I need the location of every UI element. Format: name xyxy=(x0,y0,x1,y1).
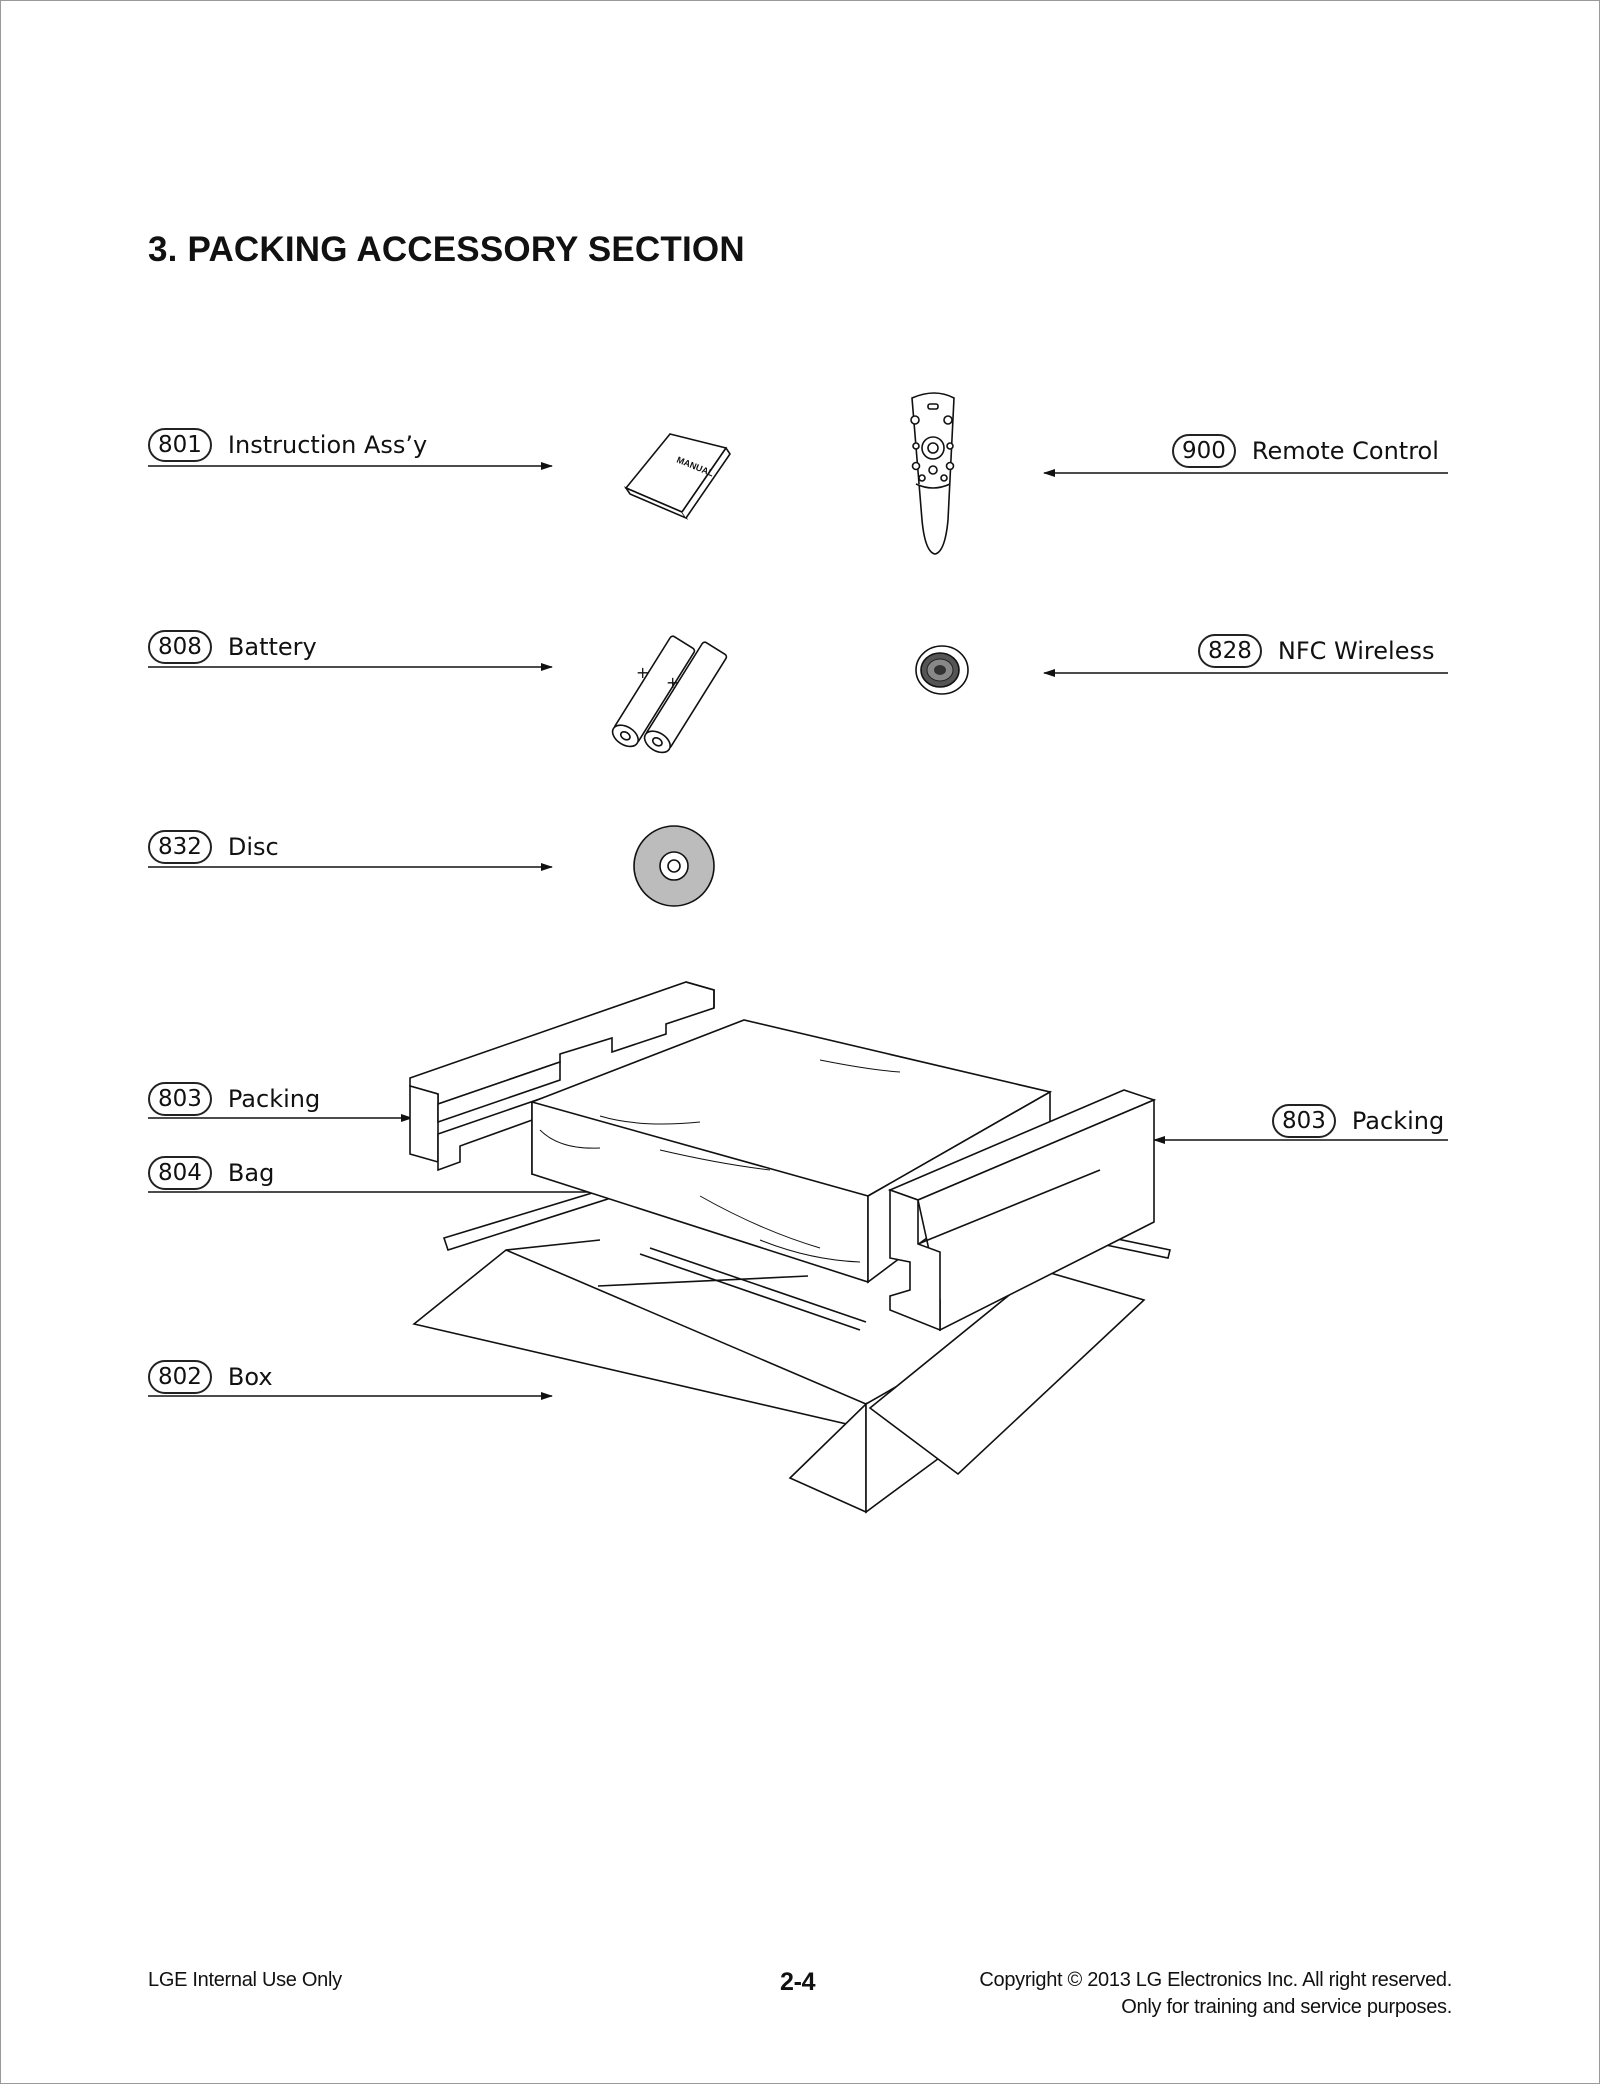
battery-icon: + + xyxy=(611,635,728,754)
battery-plus-sign: + xyxy=(666,673,679,692)
part-label: Packing xyxy=(1351,1107,1445,1135)
nfc-wireless-icon xyxy=(915,645,969,695)
callout-828-nfc: 828 NFC Wireless xyxy=(1198,634,1434,668)
part-code-badge: 828 xyxy=(1198,634,1262,668)
callout-802-box: 802 Box xyxy=(148,1360,273,1394)
callout-808-battery: 808 Battery xyxy=(148,630,317,664)
battery-plus-sign: + xyxy=(636,663,649,682)
callout-801-instruction: 801 Instruction Ass’y xyxy=(148,428,427,462)
part-label: Battery xyxy=(227,633,317,661)
footer-left: LGE Internal Use Only xyxy=(148,1969,342,1991)
part-code-badge: 802 xyxy=(148,1360,212,1394)
right-foam-packing-illustration xyxy=(887,1089,1157,1332)
leader-lines xyxy=(148,462,1448,1400)
part-label: Instruction Ass’y xyxy=(227,431,428,459)
part-label: Remote Control xyxy=(1251,437,1439,465)
part-code-badge: 804 xyxy=(148,1156,212,1190)
copyright-line: Copyright © 2013 LG Electronics Inc. All… xyxy=(979,1969,1452,1991)
page-title: 3. PACKING ACCESSORY SECTION xyxy=(148,230,745,269)
footer-copyright: Copyright © 2013 LG Electronics Inc. All… xyxy=(979,1969,1452,2019)
manual-booklet-icon: MANUAL xyxy=(623,433,731,520)
left-foam-packing-illustration xyxy=(409,981,715,1172)
disc-icon xyxy=(633,825,715,907)
usage-note-line: Only for training and service purposes. xyxy=(1121,1996,1452,2018)
part-label: Disc xyxy=(227,833,279,861)
part-code-badge: 832 xyxy=(148,830,212,864)
remote-control-icon xyxy=(910,392,955,555)
part-code-badge: 900 xyxy=(1172,434,1236,468)
part-label: Bag xyxy=(227,1159,275,1187)
page-number: 2-4 xyxy=(780,1968,816,1996)
callout-803-packing-right: 803 Packing xyxy=(1272,1104,1444,1138)
part-label: Box xyxy=(227,1363,273,1391)
callout-804-bag: 804 Bag xyxy=(148,1156,274,1190)
part-label: Packing xyxy=(227,1085,321,1113)
part-code-badge: 803 xyxy=(1272,1104,1336,1138)
part-code-badge: 808 xyxy=(148,630,212,664)
part-code-badge: 803 xyxy=(148,1082,212,1116)
part-label: NFC Wireless xyxy=(1277,637,1435,665)
callout-832-disc: 832 Disc xyxy=(148,830,279,864)
callout-900-remote: 900 Remote Control xyxy=(1172,434,1439,468)
part-code-badge: 801 xyxy=(148,428,212,462)
callout-803-packing-left: 803 Packing xyxy=(148,1082,320,1116)
